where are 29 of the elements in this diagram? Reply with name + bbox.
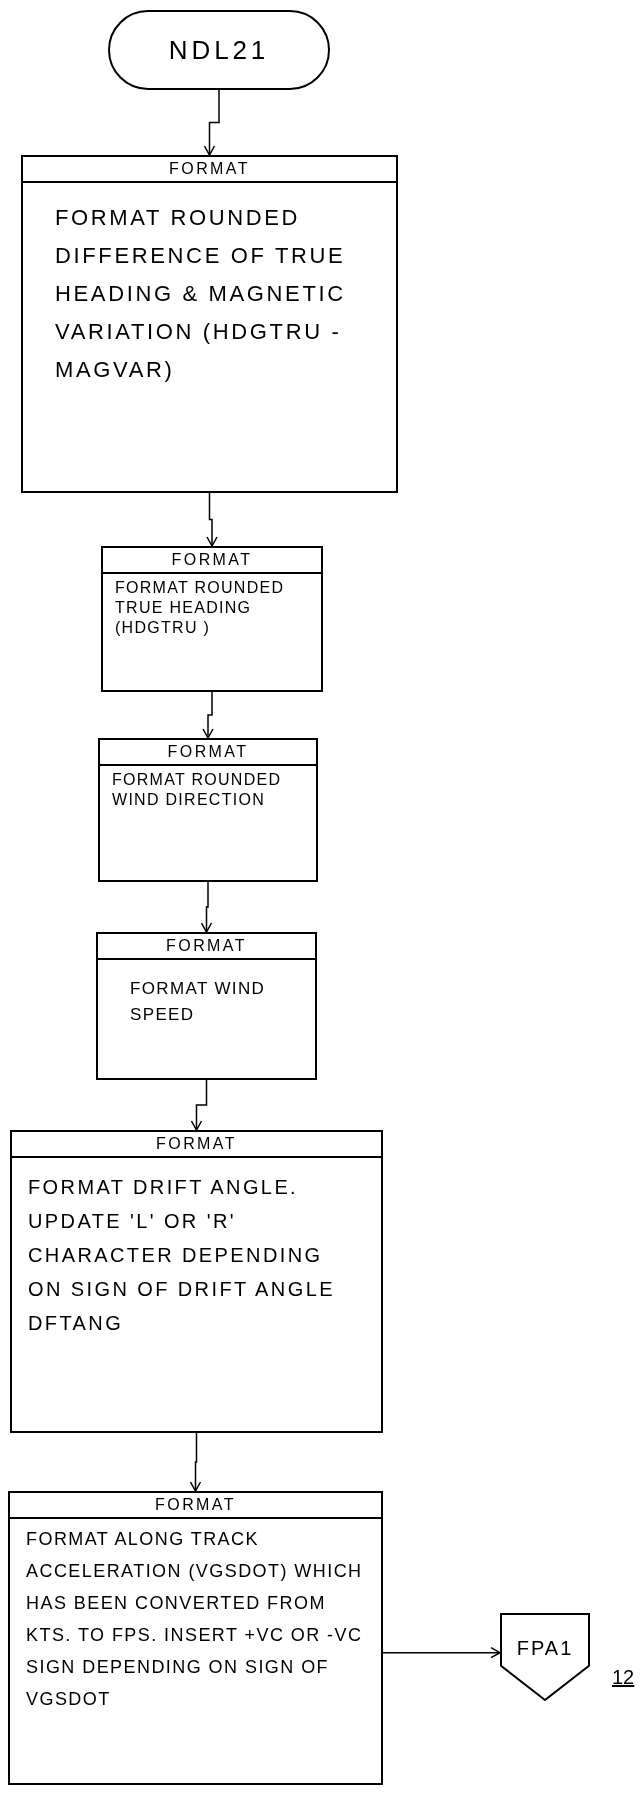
arrow bbox=[202, 691, 214, 739]
connector-label: FPA1 bbox=[516, 1636, 574, 1661]
box-heading: FORMAT bbox=[156, 1135, 237, 1152]
box-heading: FORMAT bbox=[166, 937, 247, 954]
box-heading: FORMAT bbox=[169, 160, 250, 177]
box-description: FORMAT ROUNDED TRUE HEADING (HDGTRU ) bbox=[114, 578, 286, 638]
box-description: FORMAT ALONG TRACK ACCELERATION (VGSDOT) WHICH HAS BEEN CONVERTED FROM KTS. TO FPS. INSERT +VC OR -VC SIGN DEPENDING ON SIGN OF VGSDOT bbox=[25, 1528, 364, 1711]
box-description: FORMAT WIND SPEED bbox=[129, 978, 267, 1026]
arrow bbox=[206, 492, 218, 547]
process-box bbox=[8, 1491, 383, 1785]
off-page-connector bbox=[500, 1613, 590, 1701]
terminal-label: NDL21 bbox=[168, 33, 270, 67]
page-number: 12 bbox=[612, 1665, 635, 1690]
process-box bbox=[101, 546, 323, 692]
arrow bbox=[190, 1079, 208, 1131]
arrow bbox=[200, 881, 213, 933]
box-description: FORMAT DRIFT ANGLE. UPDATE 'L' OR 'R' CHARACTER DEPENDING ON SIGN OF DRIFT ANGLE DFTANG bbox=[27, 1175, 336, 1336]
box-heading: FORMAT bbox=[167, 743, 249, 760]
box-heading: FORMAT bbox=[171, 551, 253, 568]
box-description: FORMAT ROUNDED WIND DIRECTION bbox=[111, 770, 283, 810]
box-heading: FORMAT bbox=[155, 1496, 236, 1513]
arrow bbox=[189, 1432, 202, 1492]
process-box bbox=[21, 155, 398, 493]
arrow bbox=[382, 1646, 501, 1659]
box-description: FORMAT ROUNDED DIFFERENCE OF TRUE HEADING & MAGNETIC VARIATION (HDGTRU - MAGVAR) bbox=[54, 204, 347, 384]
process-box bbox=[98, 738, 318, 882]
arrow bbox=[203, 89, 220, 156]
process-box bbox=[96, 932, 317, 1080]
process-box bbox=[10, 1130, 383, 1433]
